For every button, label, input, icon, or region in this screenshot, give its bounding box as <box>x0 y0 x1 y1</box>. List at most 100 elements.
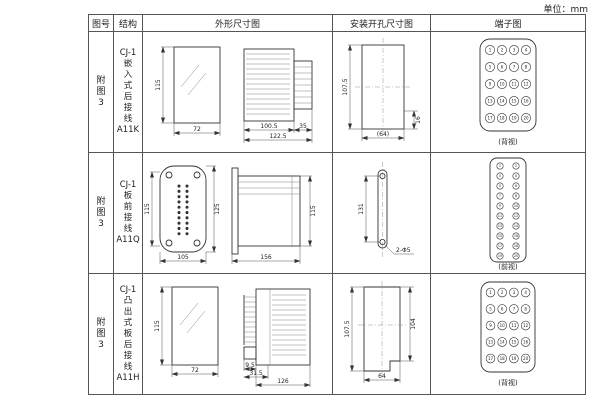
terminal-circle <box>521 79 531 89</box>
structure-line: CJ-1 <box>119 48 137 58</box>
terminal-number: 4 <box>515 174 517 178</box>
structure-label: CJ-1 凸 出 式 板 后 接 线 A11H <box>114 285 142 384</box>
terminal-number: 15 <box>511 339 517 344</box>
structure-line: 前 <box>123 202 133 212</box>
dim-depth1: 156 <box>260 254 272 261</box>
figure-number: 附 图 3 <box>89 318 113 351</box>
terminal-number: 14 <box>514 224 518 228</box>
terminal-number: 3 <box>513 47 516 52</box>
dim-hole-width: (64) <box>376 131 388 138</box>
table-row-a11h: 附 图 3 CJ-1 凸 出 式 板 后 接 线 A11H <box>88 273 586 395</box>
terminal-circle <box>512 172 520 180</box>
terminal-view-label: (背视) <box>498 137 518 146</box>
terminal-number: 17 <box>488 356 494 361</box>
terminal-circle <box>521 113 531 123</box>
terminal-circle <box>485 337 496 347</box>
terminal-number: 3 <box>513 290 516 295</box>
structure-line: 线 <box>123 114 133 124</box>
install-drawing-a11h: 107.5 104 64 <box>344 281 417 383</box>
dim-depth3: 126 <box>277 378 289 385</box>
terminal-circle <box>520 337 531 347</box>
dim-depth2: 122.5 <box>269 133 286 140</box>
fig-line: 3 <box>98 339 104 350</box>
dim-height2: 125 <box>214 203 221 215</box>
fig-line: 附 <box>96 75 106 86</box>
terminal-circle <box>512 232 520 240</box>
install-cell: 107.5 104 64 <box>332 273 431 395</box>
terminal-circle <box>497 113 507 123</box>
terminal-circle <box>485 113 495 123</box>
structure-line: 入 <box>123 70 133 80</box>
col-header-fig-no: 图号 <box>88 14 114 32</box>
terminal-number: 7 <box>513 306 516 311</box>
dim-hole-height: 107.5 <box>344 320 351 337</box>
terminal-number: 19 <box>511 115 517 120</box>
terminal-number: 6 <box>501 64 504 69</box>
terminal-circle <box>496 232 504 240</box>
fig-line: 3 <box>98 218 104 229</box>
fig-line: 图 <box>96 86 106 97</box>
fig-no-cell: 附 图 3 <box>88 273 114 395</box>
terminal-circle <box>509 337 519 347</box>
terminal-circle <box>496 252 504 260</box>
terminal-circle <box>485 45 495 55</box>
fig-line: 图 <box>96 328 106 339</box>
terminal-number: 20 <box>514 254 518 258</box>
terminal-number: 17 <box>487 115 493 120</box>
terminal-number: 1 <box>499 164 501 168</box>
outline-drawing-a11h: 115 72 9.5 31.5 126 <box>154 286 310 387</box>
structure-line: 嵌 <box>123 59 133 69</box>
structure-line: CJ-1 <box>119 284 137 295</box>
terminal-circle <box>496 212 504 220</box>
terminal-circle <box>497 45 507 55</box>
terminal-number: 19 <box>498 254 502 258</box>
terminal-circle <box>496 192 504 200</box>
header-row: 图号 结构 外形尺寸图 安装开孔尺寸图 端子图 <box>88 14 586 32</box>
terminal-number: 1 <box>489 47 492 52</box>
terminal-view-label: (前视) <box>498 262 518 271</box>
terminal-circle <box>512 202 520 210</box>
figure-number: 附 图 3 <box>89 197 113 230</box>
dim-width: 105 <box>177 254 189 261</box>
terminal-number: 15 <box>511 98 517 103</box>
terminal-circle <box>521 96 531 106</box>
terminal-number: 2 <box>515 164 517 168</box>
structure-line: 后 <box>123 92 133 102</box>
outline-cell: 115 125 105 156 115 <box>142 152 333 274</box>
terminal-number: 10 <box>499 81 505 86</box>
terminal-circle <box>520 320 531 331</box>
dim-hole-height: 107.5 <box>342 78 349 95</box>
terminal-circle <box>497 287 507 298</box>
terminal-number: 2 <box>501 47 504 52</box>
outline-cell: 115 72 100.5 35 122.5 <box>142 31 333 153</box>
terminal-circle <box>496 172 504 180</box>
structure-line: A11K <box>116 125 140 135</box>
dim-hole-height2: 104 <box>410 318 417 330</box>
col-header-install-dims: 安装开孔尺寸图 <box>332 14 431 32</box>
install-cell: 107.5 16 (64) <box>332 31 431 153</box>
terminal-circle <box>496 162 504 170</box>
dim-height: 115 <box>155 79 162 91</box>
terminal-number: 15 <box>498 234 502 238</box>
terminal-number: 20 <box>523 115 529 120</box>
col-header-structure: 结构 <box>113 14 143 32</box>
structure-line: 线 <box>123 361 133 372</box>
table-row-a11k: 附 图 3 CJ-1 嵌 入 式 后 接 线 A11K <box>88 31 586 153</box>
terminal-circle <box>496 242 504 250</box>
terminal-circle <box>496 222 504 230</box>
terminal-number: 2 <box>501 290 504 295</box>
terminal-circle <box>497 337 507 347</box>
terminal-number: 9 <box>499 204 501 208</box>
terminal-number: 18 <box>514 244 518 248</box>
dim-step: 16 <box>415 116 422 124</box>
terminal-circle <box>520 287 531 298</box>
terminal-number: 6 <box>515 184 517 188</box>
figure-number: 附 图 3 <box>89 76 113 109</box>
dim-depth2: 115 <box>310 205 317 217</box>
terminal-number: 11 <box>511 81 517 86</box>
dim-height: 115 <box>154 320 161 332</box>
terminal-circle <box>509 96 519 106</box>
